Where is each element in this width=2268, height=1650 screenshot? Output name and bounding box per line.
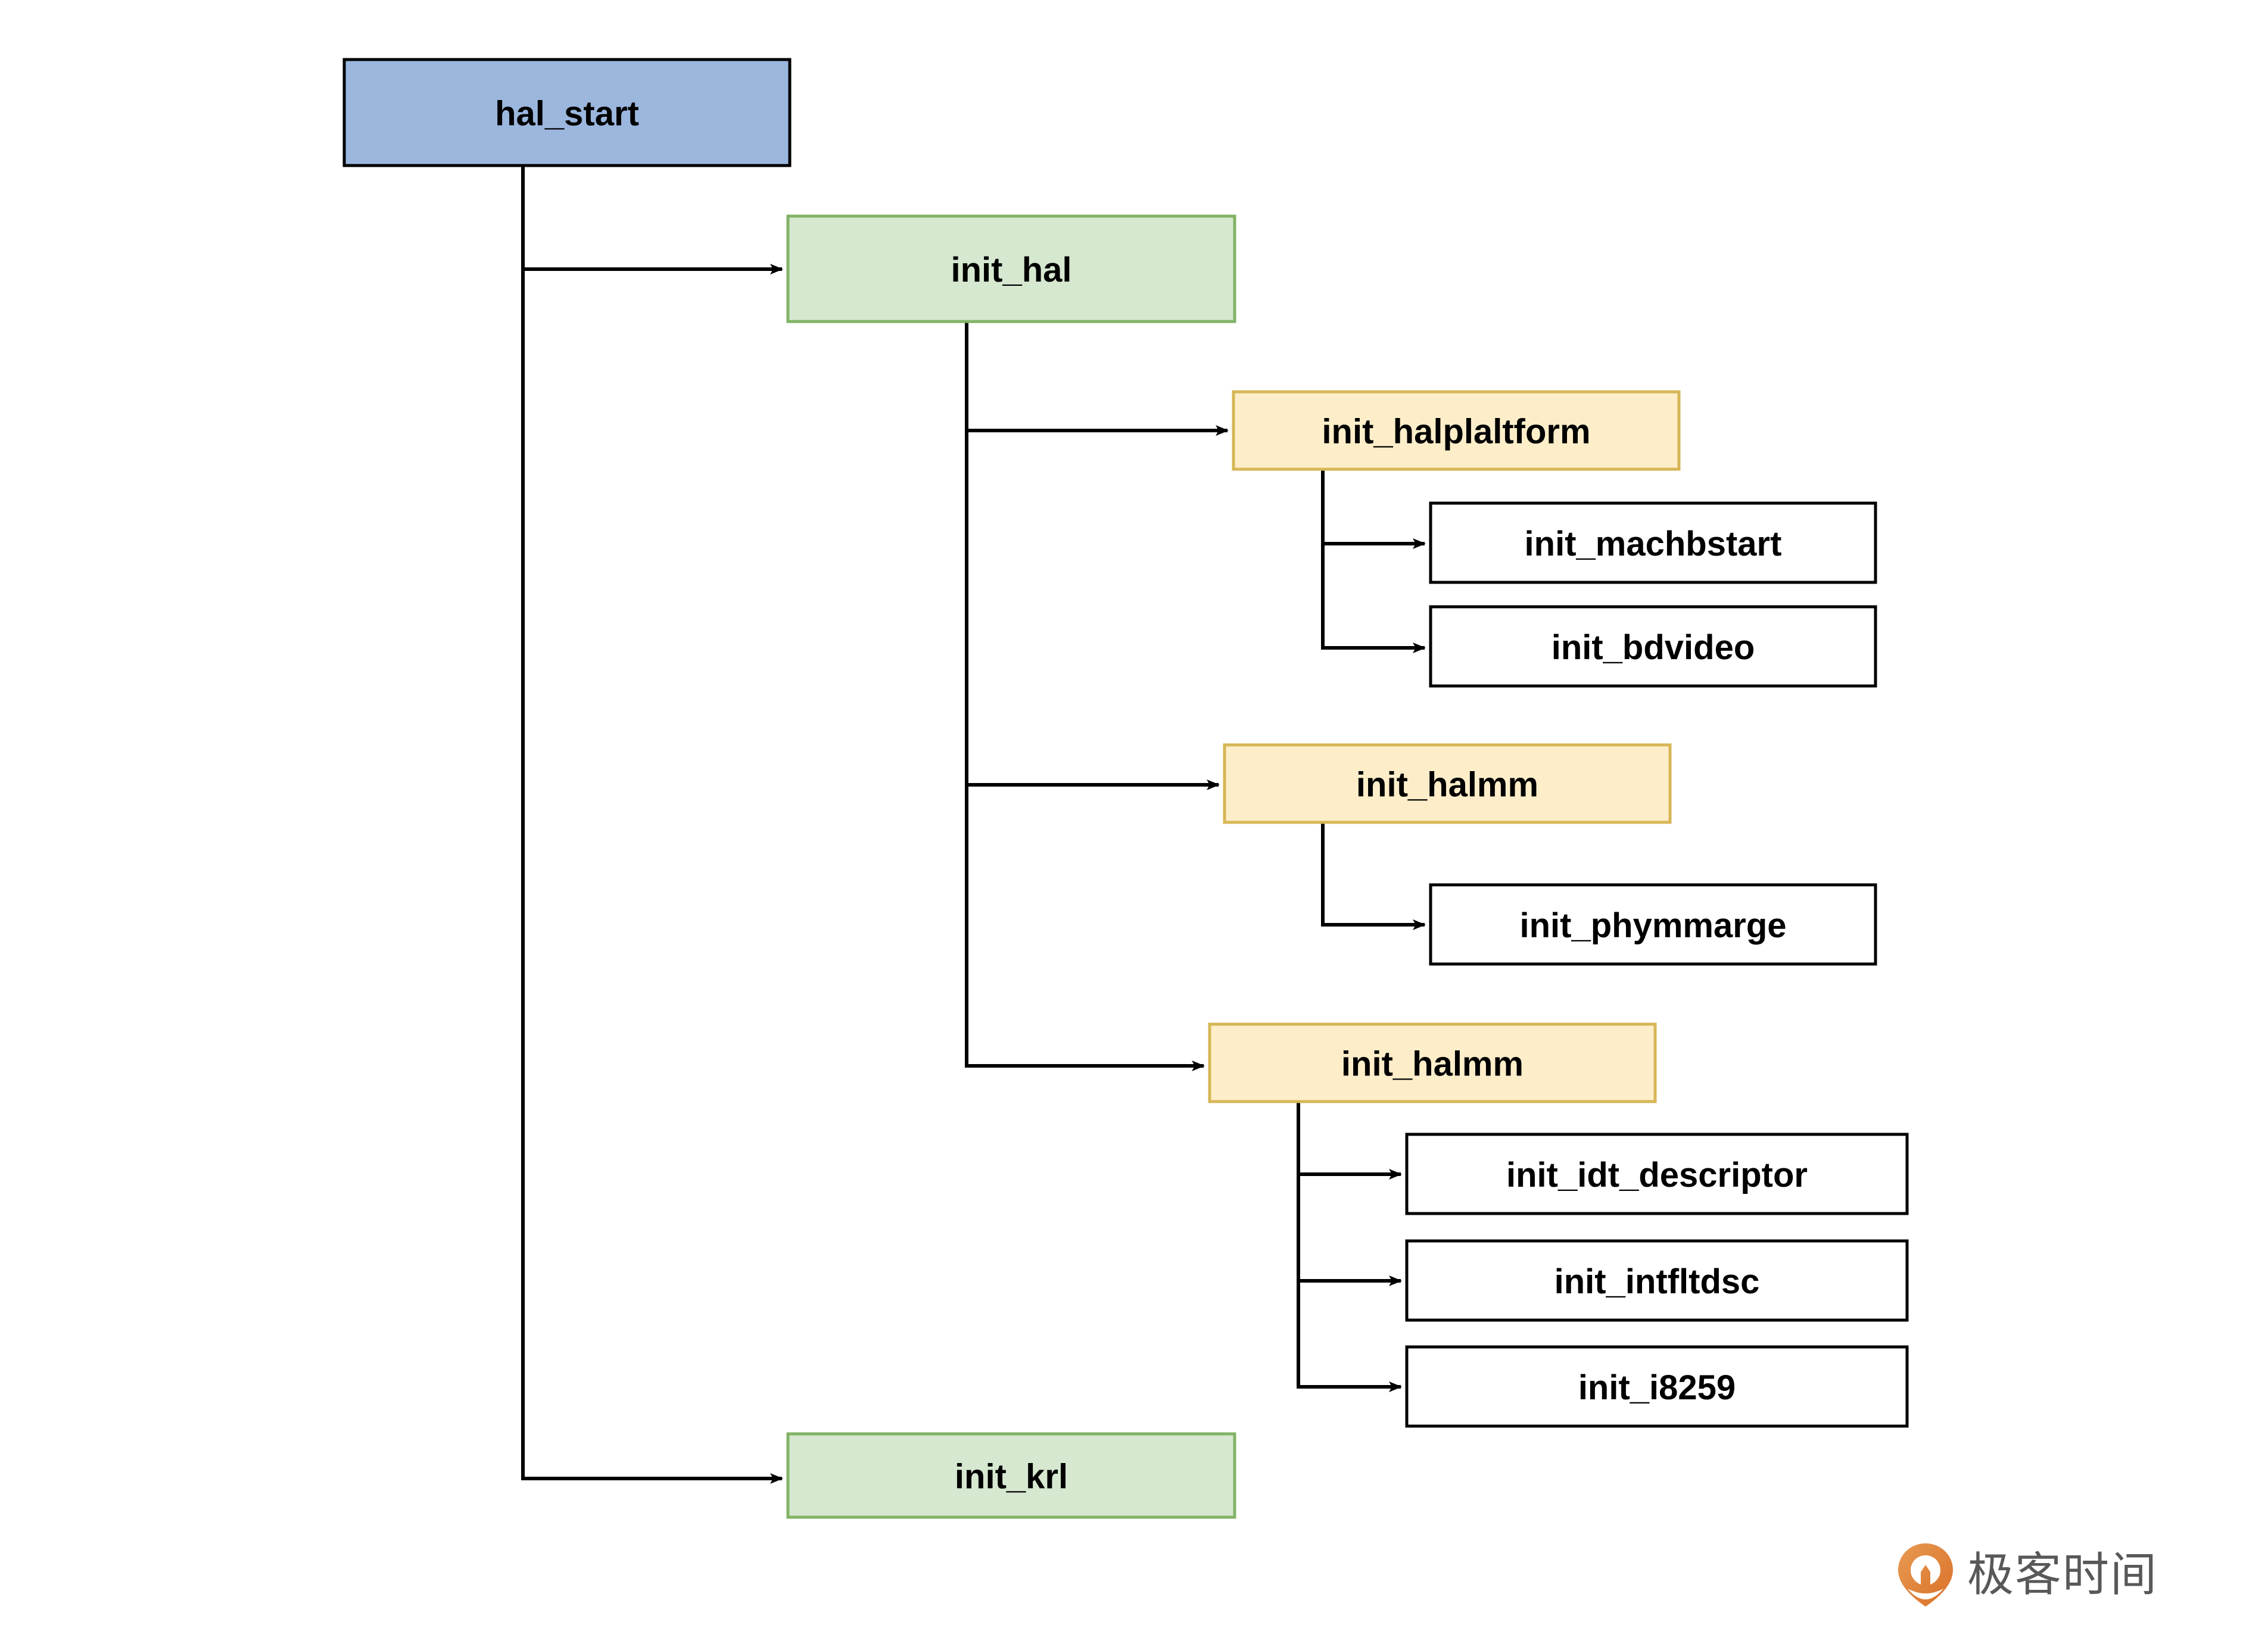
watermark-text: 极客时间: [1967, 1548, 2158, 1602]
node-label-init_halplaltform: init_halplaltform: [1322, 413, 1590, 451]
nodes-layer: hal_start init_hal init_halplaltform init_m…: [342, 58, 1909, 1519]
node-box-init_phymmarge: [1429, 883, 1877, 966]
geektime-pin-icon: [1897, 1542, 1954, 1608]
node-init_hal[interactable]: init_hal: [786, 214, 1236, 323]
edge-init_hal-to-init_halmm_2: [965, 322, 1205, 1071]
watermark: 极客时间: [1897, 1542, 2158, 1608]
node-label-init_krl: init_krl: [955, 1458, 1068, 1496]
node-label-init_idt_descriptor: init_idt_descriptor: [1506, 1156, 1808, 1194]
node-box-init_halmm_2: [1208, 1022, 1657, 1103]
node-init_halmm_1[interactable]: init_halmm: [1223, 743, 1672, 824]
edge-init_halmm_2-to-init_i8259: [1297, 1102, 1402, 1392]
node-label-init_halmm_2: init_halmm: [1341, 1045, 1524, 1084]
node-init_halmm_2[interactable]: init_halmm: [1208, 1022, 1657, 1103]
node-label-init_bdvideo: init_bdvideo: [1552, 628, 1755, 667]
node-label-init_halmm_1: init_halmm: [1356, 766, 1538, 804]
node-init_i8259[interactable]: init_i8259: [1405, 1345, 1909, 1428]
node-box-init_hal: [786, 214, 1236, 323]
node-hal_start[interactable]: hal_start: [342, 58, 792, 167]
edge-hal_start-to-init_hal: [521, 166, 783, 275]
node-init_phymmarge[interactable]: init_phymmarge: [1429, 883, 1877, 966]
node-box-init_krl: [786, 1432, 1236, 1519]
edges-layer: [521, 166, 1426, 1484]
node-label-init_intfltdsc: init_intfltdsc: [1554, 1262, 1760, 1301]
node-box-init_intfltdsc: [1405, 1239, 1909, 1322]
node-init_machbstart[interactable]: init_machbstart: [1429, 501, 1877, 584]
edge-init_halplaltform-to-init_bdvideo: [1321, 469, 1426, 653]
node-init_bdvideo[interactable]: init_bdvideo: [1429, 605, 1877, 688]
node-init_idt_descriptor[interactable]: init_idt_descriptor: [1405, 1133, 1909, 1215]
node-box-init_machbstart: [1429, 501, 1877, 584]
edge-init_hal-to-init_halplaltform: [965, 322, 1229, 436]
node-box-init_idt_descriptor: [1405, 1133, 1909, 1215]
node-init_intfltdsc[interactable]: init_intfltdsc: [1405, 1239, 1909, 1322]
node-label-init_machbstart: init_machbstart: [1525, 525, 1782, 563]
node-box-init_halplaltform: [1232, 390, 1681, 471]
node-box-init_halmm_1: [1223, 743, 1672, 824]
node-label-init_hal: init_hal: [951, 251, 1071, 289]
edge-init_halplaltform-to-init_machbstart: [1321, 469, 1426, 549]
edge-init_hal-to-init_halmm_1: [965, 322, 1220, 790]
node-label-init_i8259: init_i8259: [1578, 1368, 1736, 1407]
node-box-init_i8259: [1405, 1345, 1909, 1428]
node-init_krl[interactable]: init_krl: [786, 1432, 1236, 1519]
node-box-init_bdvideo: [1429, 605, 1877, 688]
node-box-hal_start: [342, 58, 792, 167]
edge-init_halmm_2-to-init_idt_descriptor: [1297, 1102, 1402, 1180]
edge-init_halmm_2-to-init_intfltdsc: [1297, 1102, 1402, 1286]
node-label-hal_start: hal_start: [495, 95, 639, 133]
node-label-init_phymmarge: init_phymmarge: [1520, 906, 1787, 945]
node-init_halplaltform[interactable]: init_halplaltform: [1232, 390, 1681, 471]
edge-init_halmm_1-to-init_phymmarge: [1321, 822, 1426, 930]
edge-hal_start-to-init_krl: [521, 166, 783, 1484]
